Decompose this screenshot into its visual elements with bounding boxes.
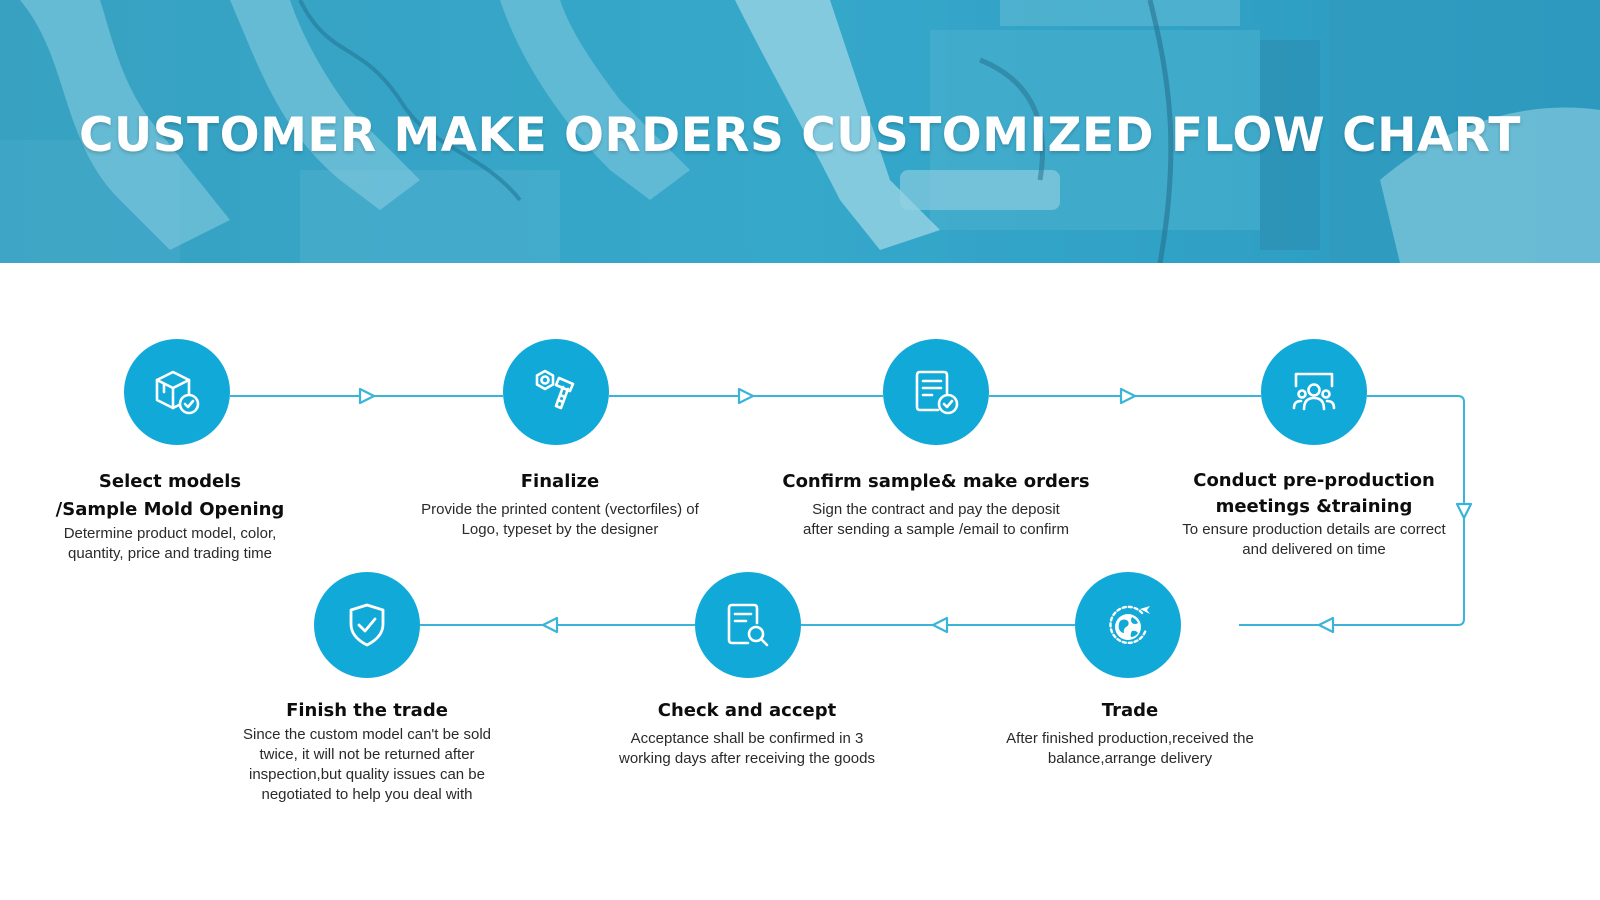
step-icon-circle xyxy=(314,572,420,678)
step-description: Sign the contract and pay the deposit af… xyxy=(803,501,1069,538)
step-title: Trade xyxy=(1101,700,1159,721)
step-title: Select models /Sample Mold Opening xyxy=(55,471,285,520)
step-description: To ensure production details are correct… xyxy=(1182,521,1446,558)
meeting-people-icon xyxy=(1292,372,1336,411)
step-description: Determine product model, color, quantity… xyxy=(63,525,277,562)
arrow-left-icon xyxy=(541,616,559,634)
arrow-right-icon xyxy=(737,387,755,405)
arrow-right-icon xyxy=(358,387,376,405)
shield-check-icon xyxy=(349,603,385,647)
step-icon-circle xyxy=(1075,572,1181,678)
arrow-left-icon xyxy=(931,616,949,634)
box-check-icon xyxy=(155,370,200,415)
step-icon-circle xyxy=(695,572,801,678)
arrow-left-icon xyxy=(1317,616,1335,634)
step-icon-circle xyxy=(1261,339,1367,445)
step-description: Since the custom model can't be sold twi… xyxy=(243,726,491,803)
factory-robot-background-image xyxy=(0,0,1600,263)
arrow-down-icon xyxy=(1455,502,1473,520)
arrow-right-icon xyxy=(1119,387,1137,405)
nut-bolt-icon xyxy=(535,369,575,410)
step-title: Finalize xyxy=(520,471,600,492)
step-title: Finish the trade xyxy=(286,700,448,721)
globe-plane-icon xyxy=(1109,605,1150,645)
page-title: CUSTOMER MAKE ORDERS CUSTOMIZED FLOW CHA… xyxy=(79,108,1521,163)
step-title: Conduct pre-production meetings &trainin… xyxy=(1193,470,1435,517)
step-description: Provide the printed content (vectorfiles… xyxy=(421,501,699,538)
document-check-icon xyxy=(915,370,959,415)
document-search-icon xyxy=(727,603,769,647)
step-title: Confirm sample& make orders xyxy=(782,471,1090,492)
step-title: Check and accept xyxy=(657,700,837,721)
step-icon-circle xyxy=(124,339,230,445)
step-icon-circle xyxy=(503,339,609,445)
step-icon-circle xyxy=(883,339,989,445)
step-description: After finished production,received the b… xyxy=(1006,730,1254,767)
hero-banner: CUSTOMER MAKE ORDERS CUSTOMIZED FLOW CHA… xyxy=(0,0,1600,263)
step-description: Acceptance shall be confirmed in 3 worki… xyxy=(619,730,875,767)
